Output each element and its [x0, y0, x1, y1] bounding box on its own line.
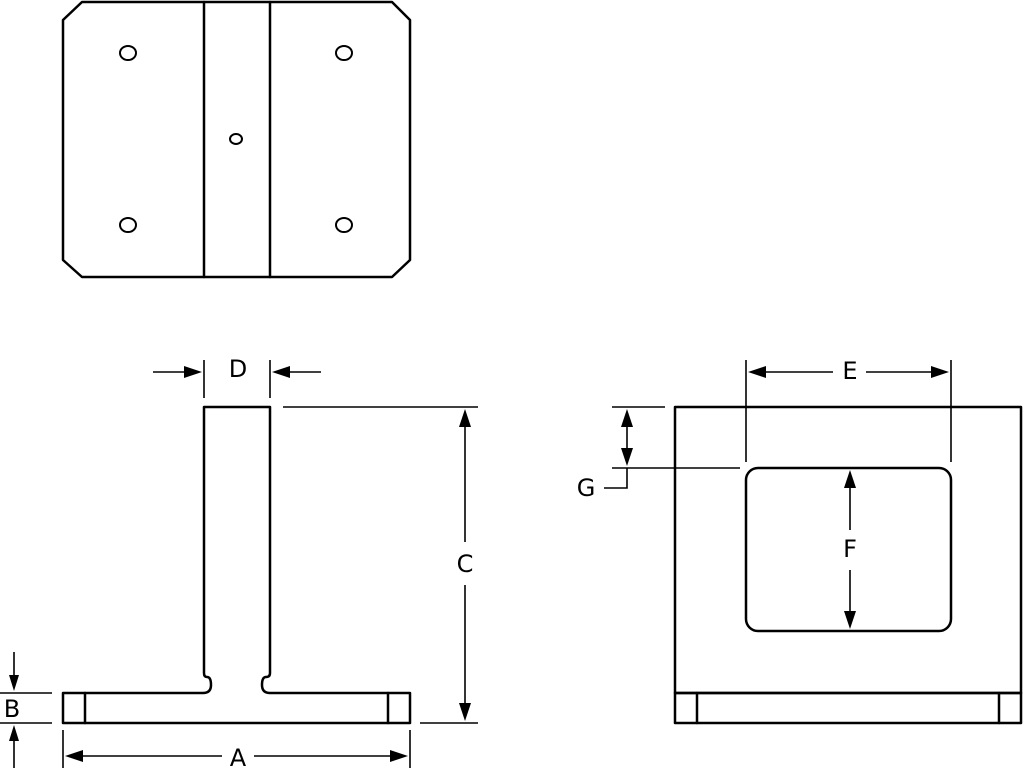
dimension-label-e: E	[842, 357, 857, 385]
dimension-label-g: G	[577, 474, 596, 502]
dimension-e: E	[745, 357, 952, 462]
arrowhead	[184, 366, 202, 378]
dimension-b: B	[0, 652, 52, 768]
front-view	[61, 405, 412, 725]
dimension-d: D	[153, 355, 321, 398]
arrowhead	[65, 750, 83, 762]
arrowhead	[272, 366, 290, 378]
arrowhead	[748, 366, 766, 378]
arrowhead	[459, 409, 471, 427]
arrowhead	[621, 448, 633, 466]
arrowhead	[459, 703, 471, 721]
dimension-label-b: B	[4, 695, 20, 723]
top-view-outline	[61, 0, 412, 279]
arrowhead	[844, 470, 856, 488]
dimension-c: C	[283, 406, 478, 724]
dimension-label-d: D	[229, 355, 247, 383]
dimension-label-c: C	[457, 550, 474, 578]
leader-line	[604, 468, 628, 489]
front-view-outline	[61, 405, 412, 725]
mounting-hole-top-left	[119, 45, 137, 61]
dimension-label-a: A	[230, 744, 247, 768]
mounting-hole-bottom-right	[335, 217, 353, 233]
dimension-f: F	[843, 470, 857, 629]
dimension-a: A	[62, 730, 411, 768]
top-view	[61, 0, 412, 279]
rectangular-cutout	[744, 466, 953, 633]
side-view-base	[673, 691, 1023, 725]
arrowhead	[844, 611, 856, 629]
arrowhead	[390, 750, 408, 762]
mounting-hole-top-right	[335, 45, 353, 61]
mounting-hole-bottom-left	[119, 217, 137, 233]
arrowhead	[9, 675, 19, 691]
dimension-label-f: F	[843, 535, 857, 563]
arrowhead	[621, 409, 633, 427]
arrowhead	[931, 366, 949, 378]
dimension-g: G	[577, 406, 740, 502]
center-hole	[229, 133, 243, 145]
arrowhead	[9, 725, 19, 741]
side-view	[673, 405, 1023, 725]
